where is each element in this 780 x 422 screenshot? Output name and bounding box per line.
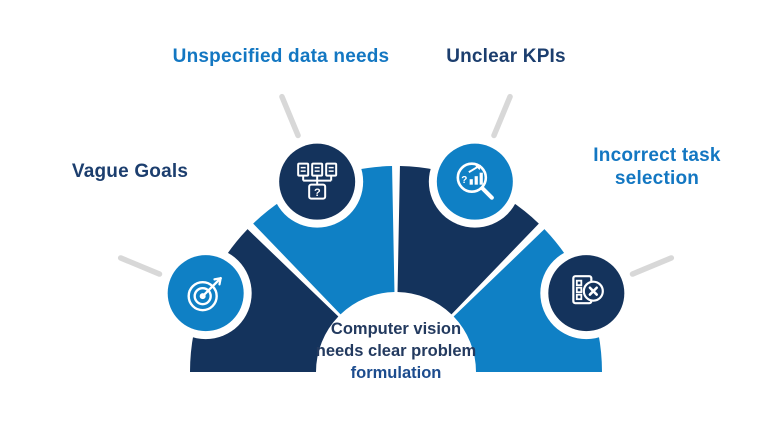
label-unspecified-data-needs: Unspecified data needs	[172, 46, 390, 67]
center-caption-line: needs clear problem	[315, 342, 477, 360]
label-connector	[491, 93, 513, 139]
label-connector	[279, 93, 301, 139]
label-unclear-kpis: Unclear KPIs	[446, 46, 566, 67]
label-connector	[629, 255, 675, 277]
label-connector	[117, 255, 163, 277]
label-incorrect-task-selection: Incorrect task selection	[593, 145, 721, 189]
label-vague-goals: Vague Goals	[71, 161, 189, 182]
center-caption-line: Computer vision	[330, 320, 462, 338]
center-caption-highlight: formulation	[350, 364, 442, 382]
center-caption: Computer vision needs clear problem form…	[306, 318, 486, 384]
